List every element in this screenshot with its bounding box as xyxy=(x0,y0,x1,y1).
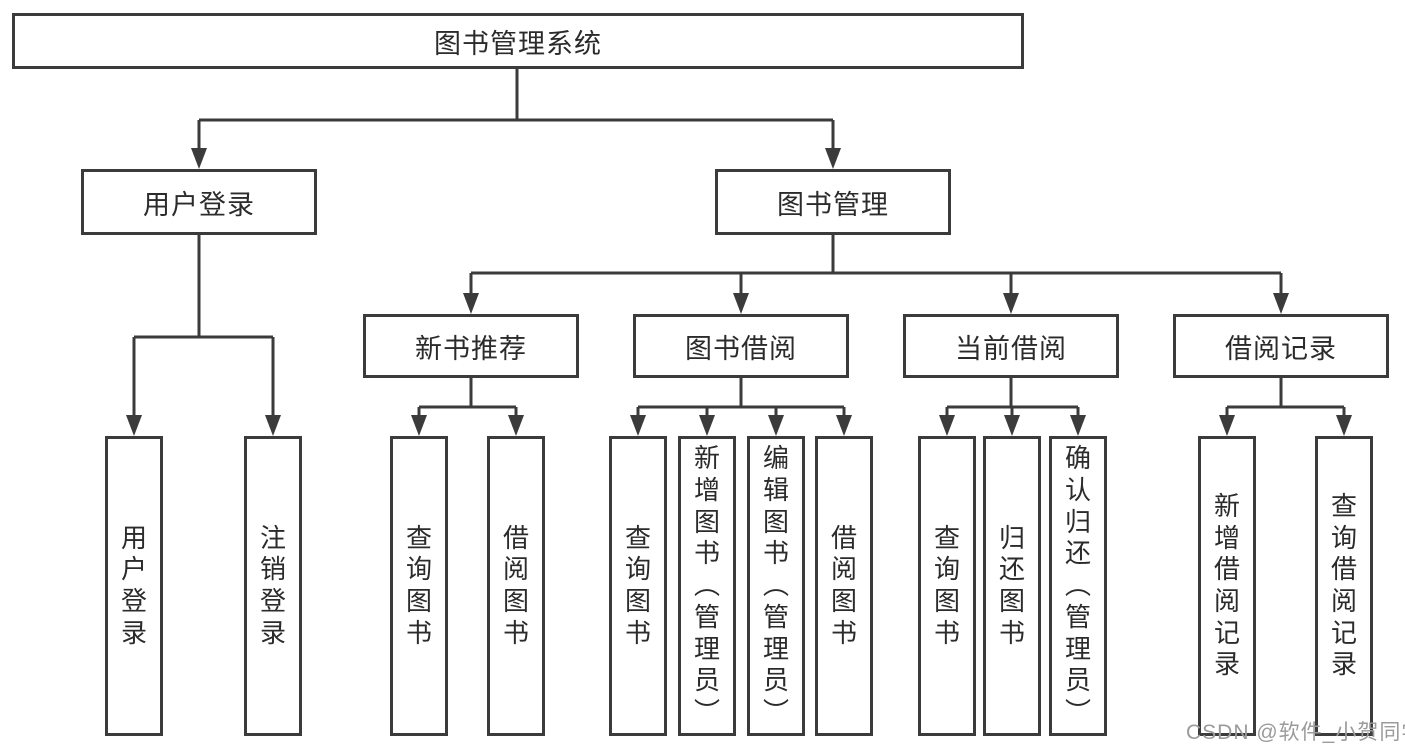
node-new-book-recommendation: 新书推荐 xyxy=(363,314,579,378)
leaf-add-books-admin: 新增图书︵管理员︶ xyxy=(678,436,736,736)
node-book-borrowing: 图书借阅 xyxy=(633,314,849,378)
leaf-query-books-recommend: 查询图书 xyxy=(390,436,448,736)
leaf-confirm-return-admin: 确认归还︵管理员︶ xyxy=(1049,436,1107,736)
node-borrowing-records: 借阅记录 xyxy=(1173,314,1389,378)
leaf-add-borrow-record: 新增借阅记录 xyxy=(1198,436,1256,736)
leaf-query-books-borrow: 查询图书 xyxy=(609,436,667,736)
watermark: CSDN @软件_小贺同学 xyxy=(1186,721,1405,744)
leaf-query-borrow-record: 查询借阅记录 xyxy=(1315,436,1373,736)
node-user-login: 用户登录 xyxy=(81,169,317,235)
leaf-borrow-books: 借阅图书 xyxy=(815,436,873,736)
leaf-logout: 注销登录 xyxy=(244,436,302,736)
leaf-edit-books-admin: 编辑图书︵管理员︶ xyxy=(747,436,805,736)
leaf-borrow-books-recommend: 借阅图书 xyxy=(487,436,545,736)
leaf-query-books-current: 查询图书 xyxy=(918,436,976,736)
leaf-return-books: 归还图书 xyxy=(983,436,1041,736)
node-book-management: 图书管理 xyxy=(715,169,951,235)
leaf-user-login: 用户登录 xyxy=(105,436,163,736)
node-current-borrowing: 当前借阅 xyxy=(903,314,1119,378)
node-library-management-system: 图书管理系统 xyxy=(12,13,1024,69)
